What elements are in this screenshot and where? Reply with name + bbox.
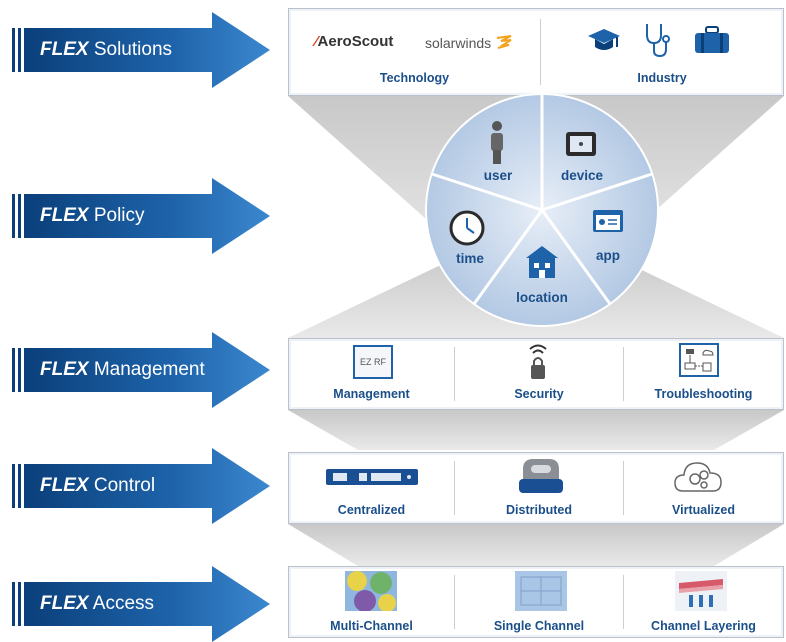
troubleshooting-label: Troubleshooting — [654, 387, 753, 401]
arrow-shape — [12, 448, 270, 524]
arrow-label: FLEX Management — [40, 359, 205, 380]
arrow-flex-management: FLEX Management — [12, 332, 270, 408]
solarwinds-logo: solarwinds — [425, 35, 513, 51]
divider — [454, 347, 455, 401]
distributed-label: Distributed — [506, 503, 572, 517]
multi-channel-label: Multi-Channel — [330, 619, 413, 633]
briefcase-icon — [695, 26, 729, 53]
policy-wheel — [425, 93, 659, 327]
graduation-cap-icon — [588, 29, 620, 50]
arrow-shape — [12, 178, 270, 254]
solutions-panel: ⁄AeroScout solarwinds Technology Industr… — [288, 8, 784, 96]
wifi-lock-icon — [529, 344, 547, 379]
technology-label: Technology — [379, 71, 450, 85]
funnel-control-access — [288, 524, 784, 566]
clock-icon — [449, 210, 485, 246]
solarwinds-flame-icon — [496, 35, 512, 49]
divider — [454, 575, 455, 629]
arrow-flex-access: FLEX Access — [12, 566, 270, 642]
arrow-flex-solutions: FLEX Solutions — [12, 12, 270, 88]
aeroscout-text: AeroScout — [317, 33, 394, 50]
arrow-label: FLEX Solutions — [40, 39, 173, 60]
segment-location: location — [516, 290, 568, 305]
control-panel: Centralized Distributed Virtualized — [288, 452, 784, 524]
management-label: Management — [333, 387, 410, 401]
segment-user: user — [483, 168, 513, 183]
user-icon — [491, 121, 503, 164]
ez-rf-text: EZ RF — [360, 357, 386, 367]
arrow-shape — [12, 332, 270, 408]
single-channel-label: Single Channel — [493, 619, 585, 633]
aeroscout-logo: ⁄AeroScout — [315, 33, 393, 50]
virtualized-label: Virtualized — [672, 503, 735, 517]
segment-app: app — [595, 248, 620, 263]
rack-controller-icon — [326, 469, 418, 485]
access-panel: Multi-Channel Single Channel Channel Lay… — [288, 566, 784, 638]
cloud-gears-icon — [674, 462, 722, 492]
divider — [540, 19, 541, 85]
single-channel-map-icon — [515, 571, 567, 611]
arrow-flex-policy: FLEX Policy — [12, 178, 270, 254]
centralized-label: Centralized — [337, 503, 406, 517]
management-panel: EZ RF Management Security Troubleshootin… — [288, 338, 784, 410]
channel-layering-icon — [675, 571, 727, 611]
solarwinds-text: solarwinds — [425, 35, 492, 51]
arrow-flex-control: FLEX Control — [12, 448, 270, 524]
building-icon — [526, 246, 558, 278]
troubleshooting-diagram-icon — [679, 343, 719, 377]
ez-rf-icon: EZ RF — [353, 345, 393, 379]
industry-label: Industry — [637, 71, 687, 85]
arrow-label: FLEX Policy — [40, 205, 145, 226]
arrow-shape — [12, 12, 270, 88]
arrow-shape — [12, 566, 270, 642]
multi-channel-map-icon — [345, 571, 397, 611]
funnel-management-control — [288, 410, 784, 450]
stethoscope-icon — [646, 24, 670, 58]
segment-time: time — [456, 251, 484, 266]
divider — [454, 461, 455, 515]
arrow-label: FLEX Access — [40, 593, 155, 614]
access-point-icon — [519, 459, 563, 493]
tablet-icon — [566, 132, 596, 156]
divider — [623, 575, 624, 629]
segment-device: device — [560, 168, 604, 183]
aeroscout-mark: ⁄ — [315, 33, 318, 50]
divider — [623, 347, 624, 401]
security-label: Security — [514, 387, 564, 401]
arrow-label: FLEX Control — [40, 475, 156, 496]
divider — [623, 461, 624, 515]
channel-layering-label: Channel Layering — [651, 619, 756, 633]
app-window-icon — [593, 210, 623, 232]
